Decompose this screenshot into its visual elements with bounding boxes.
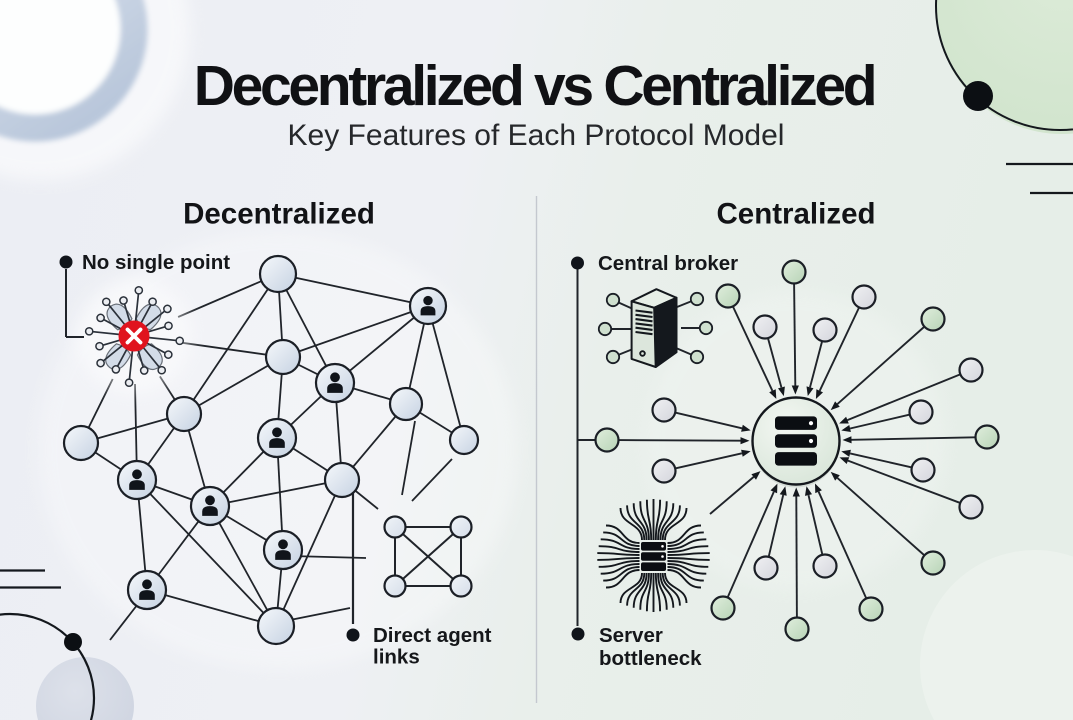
svg-text:Central broker: Central broker xyxy=(598,252,738,275)
svg-text:Decentralized vs Centralized: Decentralized vs Centralized xyxy=(194,54,875,118)
svg-text:Key Features of Each Protocol: Key Features of Each Protocol Model xyxy=(288,119,785,152)
svg-text:Decentralized: Decentralized xyxy=(183,198,375,231)
svg-text:No single point: No single point xyxy=(82,251,230,274)
svg-text:Centralized: Centralized xyxy=(716,198,875,231)
